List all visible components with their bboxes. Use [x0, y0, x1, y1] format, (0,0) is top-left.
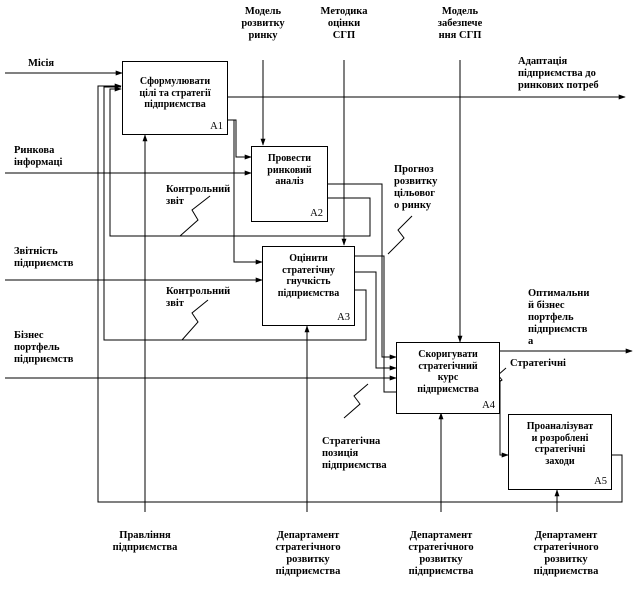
arrow-a4-a3-position: [355, 255, 396, 393]
activity-box-a1: Сформулювати цілі та стратегії підприємс…: [122, 61, 228, 135]
label-forecast: Прогноз розвитку цільовог о ринку: [394, 164, 438, 211]
mechanism-label-management: Правління підприємства: [112, 530, 178, 553]
activity-box-a3: Оцінити стратегічну гнучкість підприємст…: [262, 246, 355, 326]
activity-box-a5: Проаналізуват и розроблені стратегічні з…: [508, 414, 612, 490]
squiggle-control-report-1: [179, 195, 211, 237]
control-label-model-support: Модель забезпече ння СГП: [437, 6, 483, 41]
mechanism-label-dept-1: Департамент стратегічного розвитку підпр…: [275, 530, 341, 577]
arrow-a4-a5: [499, 380, 509, 458]
arrow-a3-a4: [355, 271, 397, 371]
arrow-a2-a4-forecast: [328, 183, 397, 360]
label-strategic-short: Стратегічні: [510, 358, 566, 369]
activity-title-a5: Проаналізуват и розроблені стратегічні з…: [526, 421, 594, 467]
mechanism-label-dept-2: Департамент стратегічного розвитку підпр…: [408, 530, 474, 577]
label-strategic-position: Стратегічна позиція підприємства: [322, 436, 387, 471]
activity-number-a4: A4: [482, 400, 495, 411]
mechanism-label-dept-3: Департамент стратегічного розвитку підпр…: [533, 530, 599, 577]
input-label-business-portfolio: Бізнес портфель підприємств: [14, 330, 74, 365]
control-label-model-market: Модель розвитку ринку: [241, 6, 285, 41]
activity-title-a1: Сформулювати цілі та стратегії підприємс…: [139, 76, 211, 110]
input-label-market-info: Ринкова інформаці: [14, 145, 63, 168]
arrow-a2-a1-feedback: [109, 86, 371, 237]
label-control-report-2: Контрольний звіт: [166, 286, 231, 309]
squiggle-strategic-position: [343, 383, 369, 419]
arrow-a1-a2: [228, 119, 252, 160]
activity-title-a2: Провести ринковий аналіз: [267, 153, 312, 187]
output-label-optimal-portfolio: Оптимальни й бізнес портфель підприємств…: [528, 288, 590, 347]
label-control-report-1: Контрольний звіт: [166, 184, 231, 207]
activity-number-a1: A1: [210, 121, 223, 132]
squiggle-control-report-2: [181, 299, 209, 341]
arrow-a5-a1-feedback: [97, 83, 623, 503]
activity-number-a5: A5: [594, 476, 607, 487]
arrow-a1-a3: [233, 120, 263, 265]
activity-title-a3: Оцінити стратегічну гнучкість підприємст…: [277, 253, 340, 299]
activity-number-a2: A2: [310, 208, 323, 219]
activity-box-a2: Провести ринковий аналіз A2: [251, 146, 328, 222]
control-label-method-sgp: Методика оцінки СГП: [320, 6, 368, 41]
arrow-a3-a1-feedback: [103, 86, 367, 341]
input-label-mission: Місія: [28, 58, 55, 69]
squiggle-forecast: [387, 215, 413, 255]
activity-box-a4: Скоригувати стратегічний курс підприємст…: [396, 342, 500, 414]
activity-number-a3: A3: [337, 312, 350, 323]
input-label-reporting: Звітність підприємств: [14, 246, 74, 269]
activity-title-a4: Скоригувати стратегічний курс підприємст…: [417, 349, 479, 395]
output-label-adaptation: Адаптація підприємства до ринкових потре…: [518, 56, 599, 91]
